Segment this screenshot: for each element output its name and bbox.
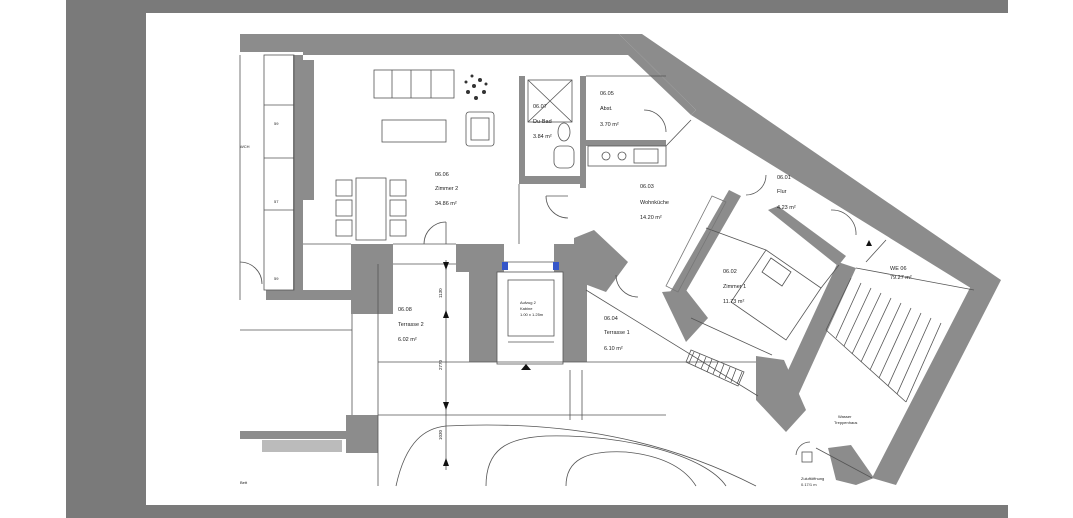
room-number-0601: 06.01 — [777, 175, 791, 181]
notes: Wasser Treppenhaus Zuluftöffnung 0.17/1 … — [240, 121, 857, 487]
bath-left-wall — [519, 76, 525, 184]
line-work — [239, 54, 975, 487]
bottom-left-wall — [240, 431, 348, 439]
core-diagonal-block — [574, 230, 628, 292]
dimension-1: 1130 — [438, 288, 443, 298]
left-wall — [293, 55, 303, 295]
room-name-0605: Abst. — [600, 106, 613, 112]
washbasin — [553, 145, 575, 169]
bottom-pillar — [346, 415, 378, 453]
elevator-car — [507, 279, 555, 337]
room-area-0601: 4.23 m² — [777, 205, 796, 211]
room-area-0605: 3.70 m² — [600, 122, 619, 128]
sofa — [373, 69, 455, 99]
diagonal-exterior-wall — [619, 34, 1001, 290]
room-area-0608: 6.02 m² — [398, 337, 417, 343]
armchair — [465, 111, 495, 147]
dimension-2: 2770 — [438, 359, 443, 370]
bottom-note-line1: Zuluftöffnung — [801, 476, 824, 481]
bed — [730, 249, 822, 341]
room-number-0607: 06.07 — [533, 104, 547, 110]
room-name-0606: Zimmer 2 — [435, 186, 458, 192]
elevator-tag-right — [553, 262, 559, 270]
room-area-we06: 79.27 m² — [890, 275, 912, 281]
plant-icon — [464, 74, 488, 100]
elevator-line3: 1.00 x 1.25m — [520, 312, 544, 317]
room-number-0602: 06.02 — [723, 269, 737, 275]
room-area-0602: 11.73 m² — [723, 299, 744, 305]
room-number-0608: 06.08 — [398, 307, 412, 313]
room-name-0601: Flur — [777, 189, 787, 195]
dining-table — [355, 177, 387, 241]
bottom-left-block — [262, 440, 342, 452]
cabinet-wall — [302, 60, 314, 200]
stair-inner-wall — [778, 262, 856, 400]
dimension-labels: 1130 2770 1030 — [438, 288, 443, 440]
room-name-0603: Wohnküche — [640, 200, 669, 206]
shower — [527, 79, 573, 123]
outer-frame: 06.06 Zimmer 2 34.86 m² 06.07 Du-Bad 3.8… — [66, 0, 1062, 518]
stair-bottom-wall — [828, 445, 874, 485]
top-wall — [240, 34, 696, 115]
room-area-0603: 14.20 m² — [640, 215, 662, 221]
left-label-2: WCH — [240, 144, 250, 149]
room-labels: 06.06 Zimmer 2 34.86 m² 06.07 Du-Bad 3.8… — [398, 91, 912, 352]
kitchen-counter — [587, 145, 667, 167]
room-area-0606: 34.86 m² — [435, 201, 457, 207]
room-number-0606: 06.06 — [435, 172, 449, 178]
room-name-0607: Du-Bad — [533, 119, 552, 125]
zimmer1-wall-upper — [669, 190, 741, 300]
stair-right-wall — [872, 280, 1001, 485]
room-number-0605: 06.05 — [600, 91, 614, 97]
room-name-0602: Zimmer 1 — [723, 284, 746, 290]
bath-right-wall — [580, 76, 586, 188]
elevator-label: Aufzug 2 Kabine 1.00 x 1.25m — [520, 300, 544, 317]
elevator-line2: Kabine — [520, 306, 533, 311]
stair-note-line2: Treppenhaus — [834, 420, 857, 425]
room-number-0604: 06.04 — [604, 316, 618, 322]
coffee-table — [381, 119, 447, 143]
abst-wall — [586, 140, 666, 146]
room-name-0604: Terrasse 1 — [604, 330, 630, 336]
left-lower-wall — [266, 290, 356, 300]
toilet — [557, 122, 571, 142]
grate — [688, 351, 743, 385]
zimmer1-wall-lower — [662, 290, 708, 342]
terrace-pillar-left — [351, 244, 393, 314]
elevator-shaft — [496, 271, 564, 365]
elevator-tag-left — [502, 262, 508, 270]
left-label-3: 57 — [274, 199, 279, 204]
drawing-sheet: 06.06 Zimmer 2 34.86 m² 06.07 Du-Bad 3.8… — [146, 13, 1062, 505]
floor-plan: 06.06 Zimmer 2 34.86 m² 06.07 Du-Bad 3.8… — [239, 34, 1001, 487]
room-area-0607: 3.84 m² — [533, 134, 552, 140]
left-label-5: Bett — [240, 480, 248, 485]
dimension-3: 1030 — [438, 429, 443, 440]
elevator-line1: Aufzug 2 — [520, 300, 537, 305]
room-area-0604: 6.10 m² — [604, 346, 623, 352]
zimmer1-right-wall — [768, 206, 846, 266]
walls — [240, 34, 1001, 485]
wall-bottom-right — [756, 356, 806, 432]
left-cabinet — [263, 54, 295, 291]
room-number-0603: 06.03 — [640, 184, 654, 190]
bottom-note-line2: 0.17/1 m — [801, 482, 817, 487]
left-label-1: 59 — [274, 121, 279, 126]
room-name-0608: Terrasse 2 — [398, 322, 424, 328]
dimension-arrows — [443, 240, 872, 466]
core-left-wall — [456, 244, 504, 272]
room-number-we06: WE 06 — [890, 266, 907, 272]
core-right-block — [563, 270, 587, 362]
bath-bottom-wall — [519, 176, 584, 184]
core-left-block — [469, 270, 497, 362]
left-label-4: 59 — [274, 276, 279, 281]
stair-note-line1: Wasser — [838, 414, 852, 419]
